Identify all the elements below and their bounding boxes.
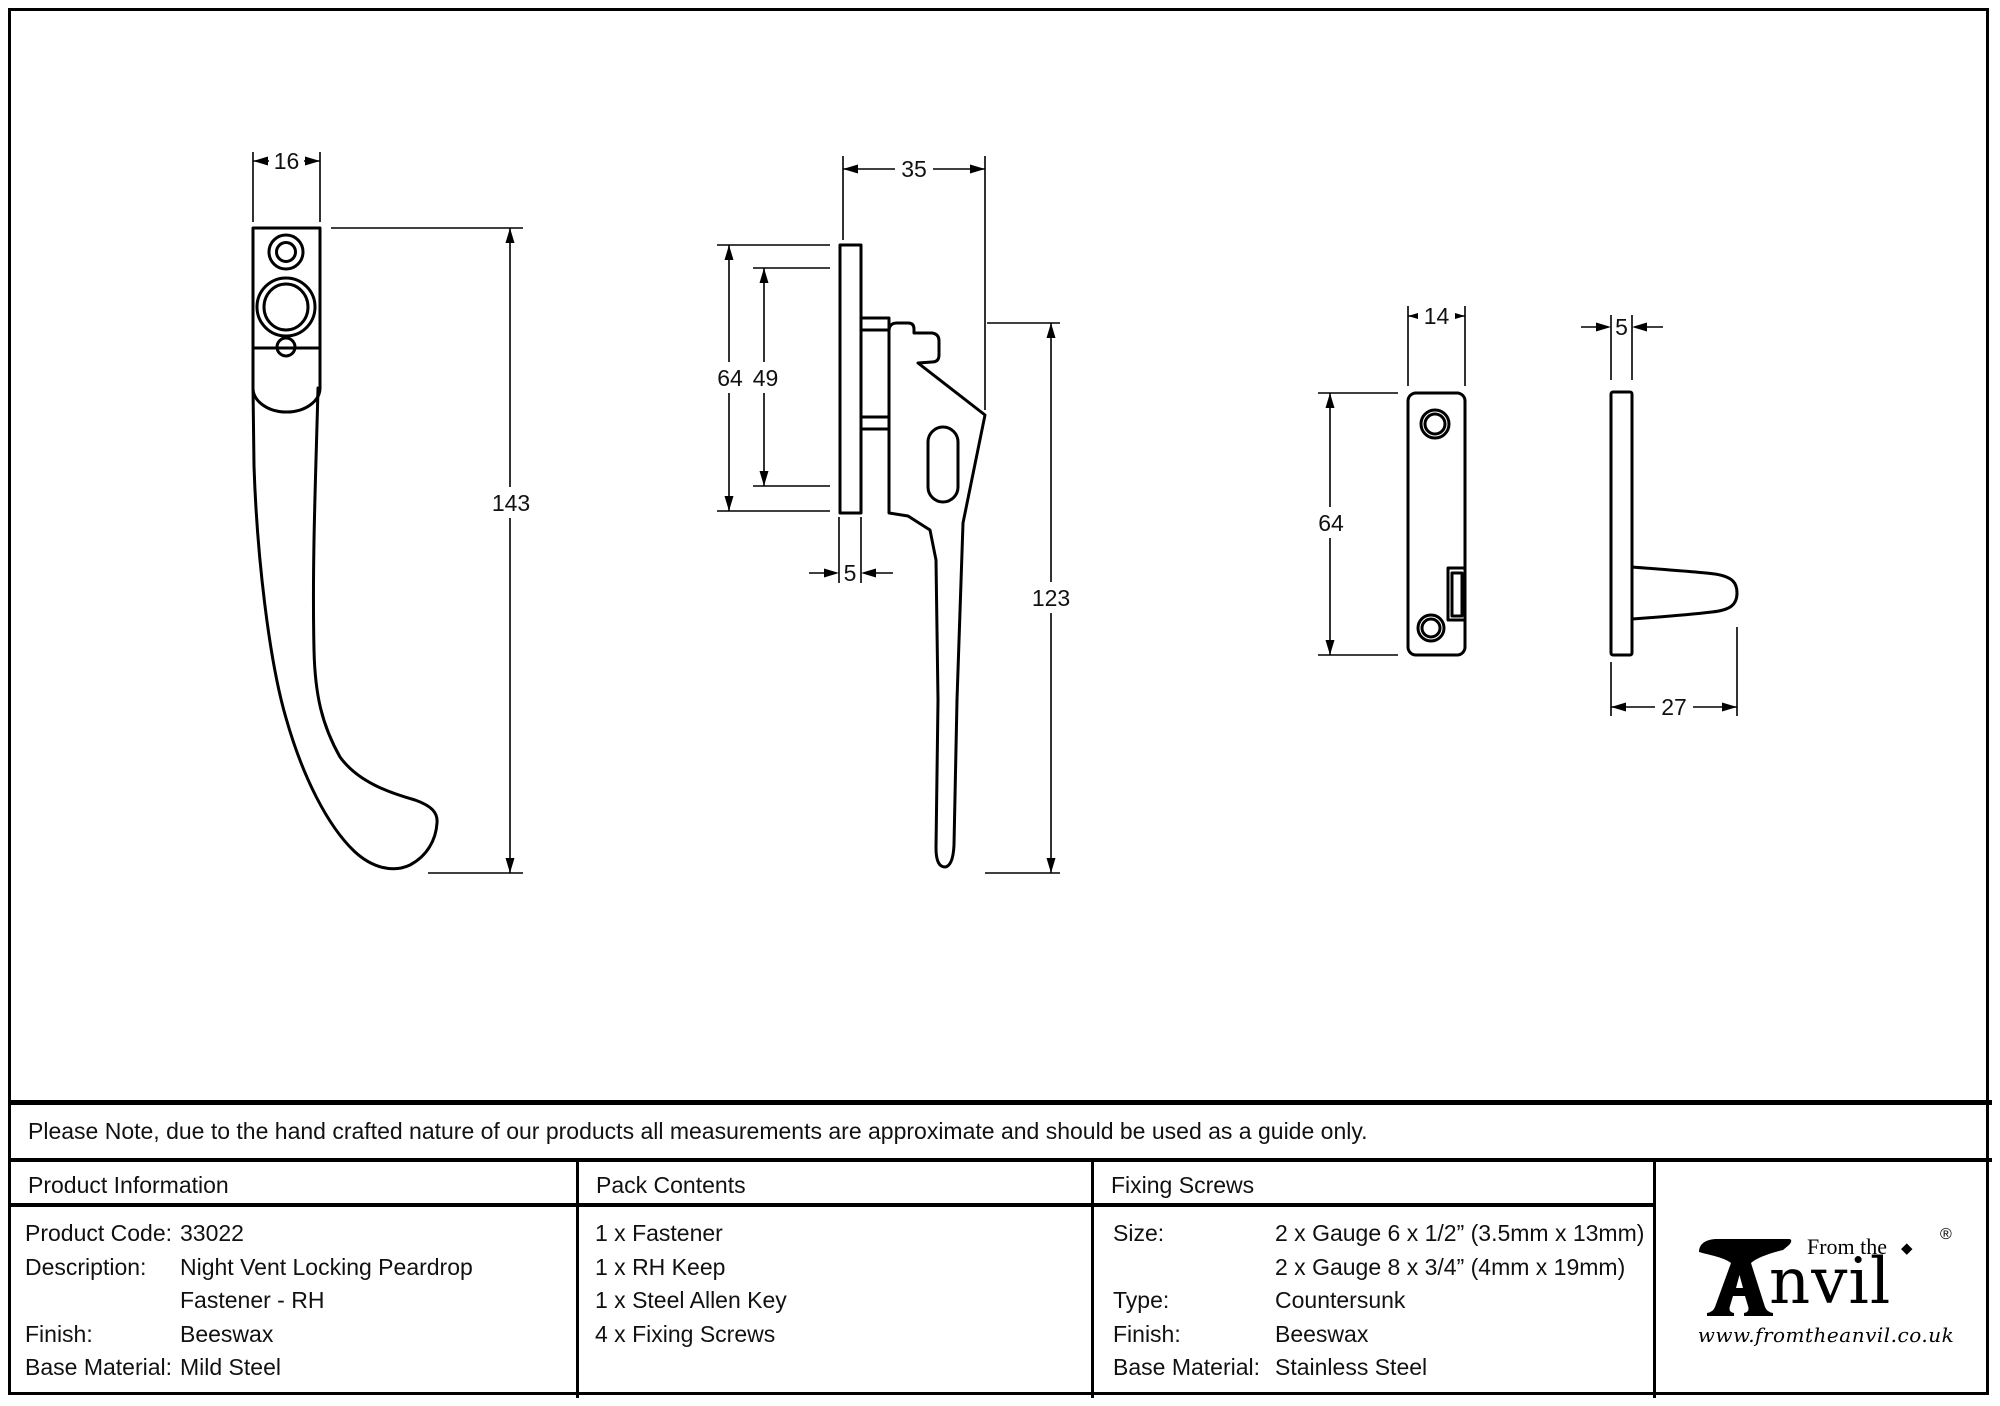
row-value: Beeswax [180,1320,274,1347]
registered-trademark-icon: ® [1940,1226,1952,1243]
fastener-side-arm [887,321,987,869]
list-item: 1 x Fastener [595,1220,723,1246]
dim-keepside-depth: 27 [1661,694,1687,720]
column-divider-3 [1653,1158,1656,1398]
table-row: Product Code: 33022 [25,1217,473,1251]
row-value: 2 x Gauge 8 x 3/4” (4mm x 19mm) [1275,1253,1626,1280]
technical-drawings: 16 143 35 64 49 5 123 14 64 5 27 [251,146,1739,874]
row-value: 33022 [180,1220,244,1246]
row-label: Finish: [25,1320,93,1347]
column-divider-2 [1091,1158,1094,1398]
keep-side-plate [1609,390,1634,657]
list-item: 4 x Fixing Screws [595,1320,776,1347]
row-value: 2 x Gauge 6 x 1/2” (3.5mm x 13mm) [1275,1220,1645,1246]
fastener-front-lock-inner [275,241,297,263]
row-label: Base Material: [25,1354,173,1381]
table-row: 2 x Gauge 8 x 3/4” (4mm x 19mm) [1113,1251,1644,1285]
table-row: Size: 2 x Gauge 6 x 1/2” (3.5mm x 13mm) [1113,1217,1644,1251]
dim-side-plate-thickness: 5 [844,560,857,586]
row-value: Mild Steel [180,1354,281,1381]
row-label: Finish: [1113,1320,1181,1347]
table-row: Type: Countersunk [1113,1284,1644,1318]
table-row: Finish: Beeswax [1113,1318,1644,1352]
diamond-icon: ◆ [1901,1240,1913,1257]
keep-front-hole-bottom-inner [1420,617,1442,639]
row-label [25,1284,180,1318]
row-label: Description: [25,1253,147,1280]
header-product-information: Product Information [28,1172,229,1198]
row-label: Base Material: [1113,1354,1261,1381]
dim-front-height: 143 [492,490,530,516]
row-label: Product Code: [25,1220,173,1246]
row-value: Beeswax [1275,1320,1369,1347]
anvil-icon [1699,1239,1792,1316]
row-value: Fastener - RH [180,1287,325,1314]
row-value: Night Vent Locking Peardrop [180,1253,473,1280]
fastener-side-tab-bottom [859,415,891,431]
header-pack-contents: Pack Contents [596,1172,746,1198]
keep-front-hole-top-inner [1423,412,1447,436]
dim-keepside-thickness: 5 [1615,314,1628,340]
keep-front-slot-inner [1450,571,1464,618]
table-row: Description: Night Vent Locking Peardrop [25,1251,473,1285]
page-border [8,8,1989,1395]
from-the-anvil-logo: From the ◆ nvil ® www.fromtheanvil.co.uk [1697,1222,1967,1347]
row-label: Size: [1113,1220,1165,1246]
fixing-screws-table: Size: 2 x Gauge 6 x 1/2” (3.5mm x 13mm) … [1113,1217,1644,1385]
table-row: Fastener - RH [25,1284,473,1318]
fastener-front-boss-inner [262,282,310,332]
keep-side-wedge [1630,565,1739,621]
logo-prefix-text: From the [1807,1234,1888,1259]
dim-side-inner-height: 49 [753,365,779,391]
row-label: Type: [1113,1287,1170,1314]
table-row: Base Material: Mild Steel [25,1351,473,1385]
divider-below-note [8,1158,1992,1162]
fastener-front-boss-outer [255,276,317,338]
fastener-front-lock-outer [267,233,305,271]
fastener-side-plate [838,243,863,515]
dim-side-width: 35 [901,156,927,182]
table-row: Finish: Beeswax [25,1318,473,1352]
list-item: 1 x Steel Allen Key [595,1287,787,1314]
fastener-side-tab-top [859,316,891,332]
dimension-label-backgrounds [269,146,1693,721]
divider-below-headers [8,1203,1656,1207]
column-divider-1 [576,1158,579,1398]
fastener-front-handle [251,386,439,871]
fastener-side-slot [926,425,960,504]
pack-contents-list: 1 x Fastener 1 x RH Keep 1 x Steel Allen… [595,1217,787,1351]
fastener-front-pin [275,336,297,358]
list-item: 1 x RH Keep [595,1253,726,1280]
keep-front-hole-top-outer [1419,408,1451,440]
logo-name-text: nvil [1769,1245,1892,1319]
logo-url: www.fromtheanvil.co.uk [1697,1323,1955,1347]
dimension-lines [252,152,1738,874]
product-information-table: Product Code: 33022 Description: Night V… [25,1217,473,1385]
dim-keep-width: 14 [1424,303,1450,329]
header-fixing-screws: Fixing Screws [1111,1172,1255,1198]
keep-front-plate [1406,391,1467,657]
dim-side-plate-height: 64 [717,365,743,391]
dim-keep-height: 64 [1318,510,1344,536]
keep-front-hole-bottom-outer [1416,613,1446,643]
row-label [1113,1251,1275,1285]
dim-side-arm-height: 123 [1032,585,1070,611]
dimension-arrows [253,156,1737,873]
keep-front-slot-outer [1446,566,1467,622]
row-value: Stainless Steel [1275,1354,1428,1381]
dim-front-width: 16 [274,148,300,174]
divider-above-note [8,1100,1992,1105]
row-value: Countersunk [1275,1287,1406,1314]
fastener-front-plate [251,226,322,414]
table-row: Base Material: Stainless Steel [1113,1351,1644,1385]
measurement-note: Please Note, due to the hand crafted nat… [28,1118,1368,1144]
